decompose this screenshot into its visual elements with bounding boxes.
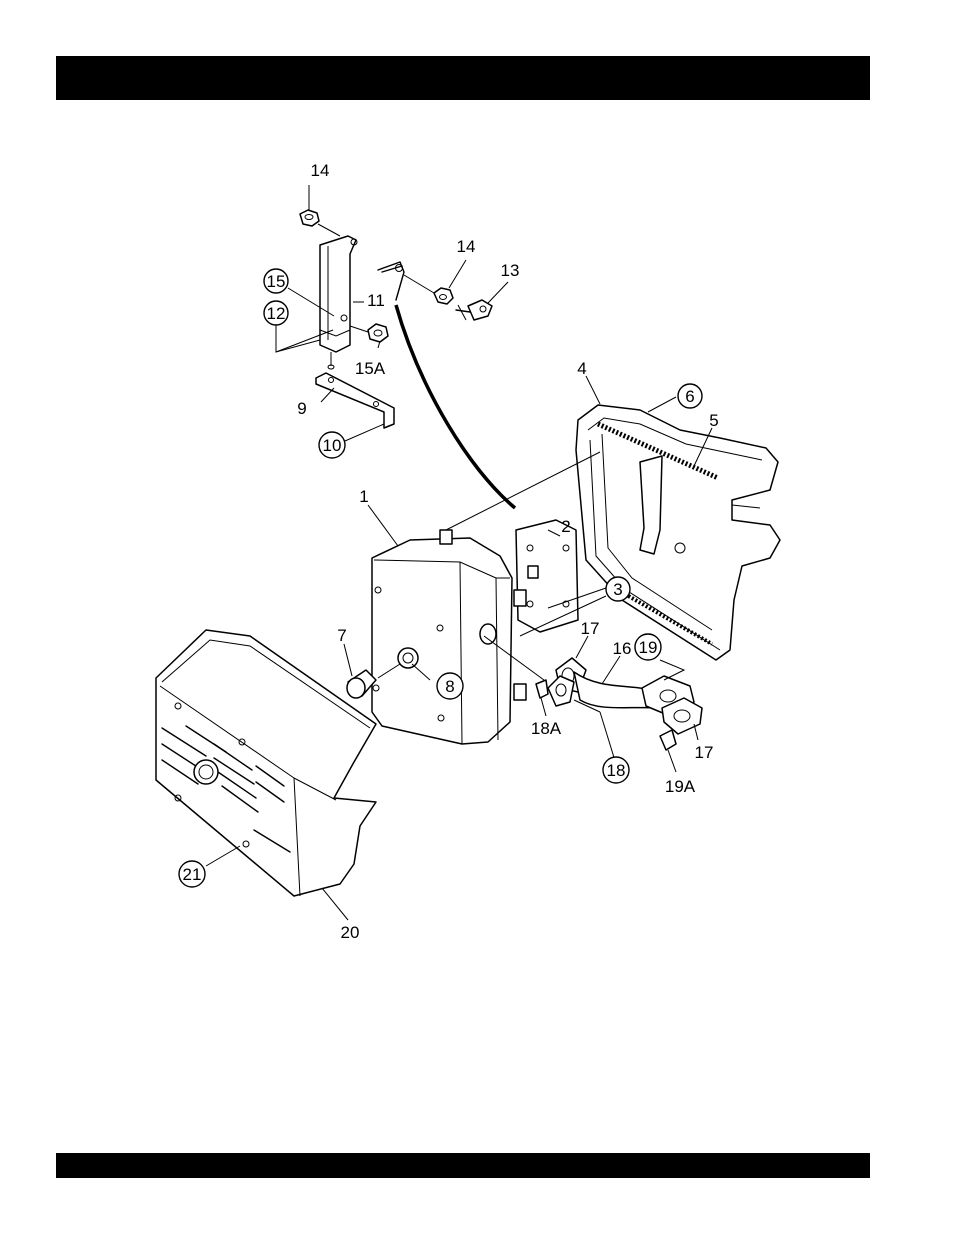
bracket-assembly — [300, 210, 515, 508]
bracket-11 — [320, 236, 357, 352]
callout-16-label: 16 — [613, 639, 632, 658]
callout-11: 11 — [367, 291, 385, 310]
callout-9-label: 9 — [297, 399, 306, 418]
callout-7: 7 — [337, 626, 346, 645]
callout-18: 18 — [603, 757, 629, 783]
callout-21: 21 — [179, 861, 205, 887]
callout-15-label: 15 — [267, 272, 286, 291]
callout-3: 3 — [606, 577, 630, 601]
callout-2: 2 — [561, 517, 570, 536]
nut-14-top — [300, 210, 319, 226]
nut-14-mid — [434, 288, 453, 304]
callout-19-label: 19 — [639, 638, 658, 657]
callout-20: 20 — [341, 923, 360, 942]
callout-15A-label: 15A — [355, 359, 386, 378]
callout-15: 15 — [264, 269, 288, 293]
callout-17-right: 17 — [695, 743, 714, 762]
screw-13 — [456, 300, 492, 320]
callout-4: 4 — [577, 359, 586, 378]
callout-13-label: 13 — [501, 261, 520, 280]
callout-9: 9 — [297, 399, 306, 418]
callout-7-label: 7 — [337, 626, 346, 645]
muffler-1 — [372, 520, 578, 744]
callout-14-mid: 14 — [457, 237, 476, 256]
callout-21-label: 21 — [183, 865, 202, 884]
callout-13: 13 — [501, 261, 520, 280]
callout-10: 10 — [319, 432, 345, 458]
callout-3-label: 3 — [613, 580, 622, 599]
plate-9 — [316, 373, 394, 428]
front-cover-20 — [156, 630, 376, 896]
callout-18A-label: 18A — [531, 719, 562, 738]
callout-11-label: 11 — [367, 291, 385, 310]
callout-8: 8 — [437, 673, 463, 699]
callout-14-top: 14 — [311, 161, 330, 180]
callout-20-label: 20 — [341, 923, 360, 942]
callout-12-label: 12 — [267, 304, 286, 323]
callout-1: 1 — [359, 487, 368, 506]
callout-5: 5 — [709, 411, 718, 430]
callout-10-label: 10 — [323, 436, 342, 455]
callout-6-label: 6 — [685, 387, 694, 406]
heat-shield-4 — [576, 405, 780, 660]
callout-17-left: 17 — [581, 619, 600, 638]
callout-8-label: 8 — [445, 677, 454, 696]
callout-16: 16 — [613, 639, 632, 658]
callout-17-right-label: 17 — [695, 743, 714, 762]
callout-14-top-label: 14 — [311, 161, 330, 180]
callout-4-label: 4 — [577, 359, 586, 378]
callout-18-label: 18 — [607, 761, 626, 780]
callout-2-label: 2 — [561, 517, 570, 536]
callout-17-left-label: 17 — [581, 619, 600, 638]
callout-14-mid-label: 14 — [457, 237, 476, 256]
nut-15A — [368, 324, 388, 342]
callout-18A: 18A — [531, 719, 562, 738]
callout-5-label: 5 — [709, 411, 718, 430]
callout-19A: 19A — [665, 777, 696, 796]
callout-15A: 15A — [355, 359, 386, 378]
callout-19A-label: 19A — [665, 777, 696, 796]
callout-12: 12 — [264, 301, 288, 325]
callout-6: 6 — [678, 384, 702, 408]
callout-1-label: 1 — [359, 487, 368, 506]
callout-19: 19 — [635, 634, 661, 660]
